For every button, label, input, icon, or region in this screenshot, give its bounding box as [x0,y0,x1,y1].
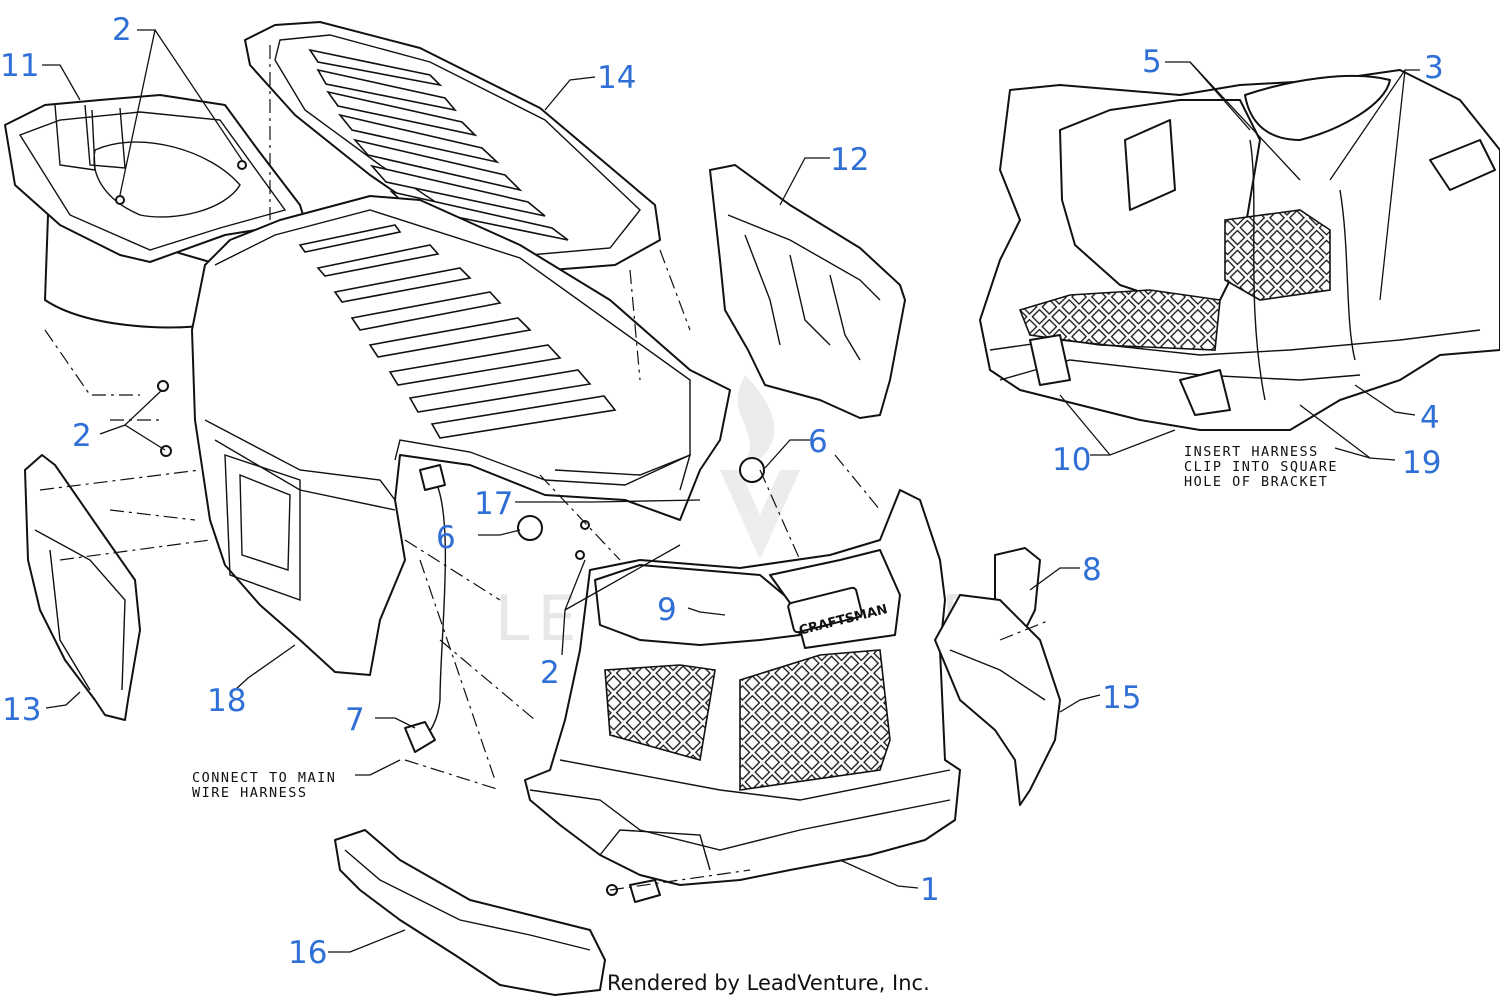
callout-16: 16 [288,935,327,971]
callout-6-left: 6 [436,520,456,556]
part-16-lower-bumper [334,829,606,996]
callout-9: 9 [657,592,677,628]
part-18-hood [191,195,731,676]
leader-lines [42,29,1420,953]
hardware-screws [115,160,661,903]
part-13-left-side-panel [24,454,141,721]
assembly-lines [39,45,1051,891]
callout-4: 4 [1420,400,1440,436]
callout-5: 5 [1142,44,1162,80]
part-14-hood-grille [244,21,661,273]
hardware-bulb-right [739,457,765,483]
assembly-notes: CONNECT TO MAIN WIRE HARNESS INSERT HARN… [192,444,1338,801]
inset-view [979,69,1500,431]
part-15-right-side-panel [934,594,1061,806]
callout-14: 14 [597,60,636,96]
part-11-dash-panel [4,94,306,329]
callout-2-left: 2 [72,418,92,454]
note-connect-line2: WIRE HARNESS [192,785,308,801]
callout-3: 3 [1424,50,1444,86]
callout-8: 8 [1082,552,1102,588]
callout-6-right: 6 [808,424,828,460]
callout-7: 7 [345,702,365,738]
brand-badge-frame [787,586,863,634]
callout-11: 11 [0,48,39,84]
hardware-bulb-left [517,515,543,541]
part-7-wire-harness [404,464,447,753]
callout-2-top: 2 [112,12,132,48]
callout-2-bottom: 2 [540,655,560,691]
footer-credit: Rendered by LeadVenture, Inc. [607,971,930,995]
callout-19: 19 [1402,445,1441,481]
callout-labels: 1 2 2 2 3 4 5 6 6 7 8 9 10 11 12 13 14 1… [0,12,1444,971]
callout-10: 10 [1052,442,1091,478]
note-insert-line3: HOLE OF BRACKET [1184,474,1328,490]
callout-17: 17 [474,486,513,522]
callout-12: 12 [830,142,869,178]
callout-15: 15 [1102,680,1141,716]
note-connect-line1: CONNECT TO MAIN [192,770,336,786]
callout-1: 1 [920,872,940,908]
callout-18: 18 [207,683,246,719]
note-insert-line2: CLIP INTO SQUARE [1184,459,1338,475]
note-insert-line1: INSERT HARNESS [1184,444,1319,460]
part-12-right-side-panel [709,164,906,419]
watermark-logo [720,375,800,560]
callout-13: 13 [2,692,41,728]
part-1-front-grille: CRAFTSMAN [524,489,961,886]
